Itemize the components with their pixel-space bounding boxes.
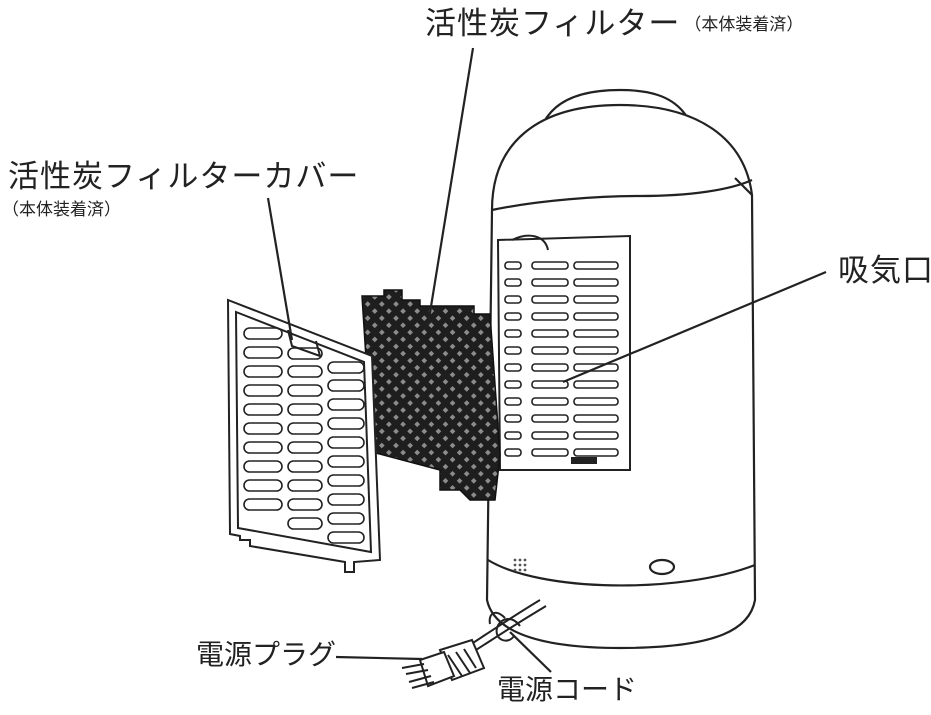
carbon-filter-label: 活性炭フィルター（本体装着済） [425,9,803,40]
power-button [648,558,676,576]
leader-line-carbon-filter [426,47,475,326]
power-plug-label: 電源プラグ [196,638,337,671]
leader-line-filter-cover [266,197,294,341]
leader-line-cord [509,631,552,673]
power-plug [401,638,486,689]
carbon-filter-note: （本体装着済） [684,15,804,35]
leader-line-intake [562,270,827,384]
filter-cover-label: 活性炭フィルターカバー [8,159,360,195]
power-cord-label: 電源コード [497,673,638,706]
air-intake-label: 吸気口 [838,253,931,289]
carbon-filter-title: 活性炭フィルター [425,6,681,42]
activated-carbon-filter [361,289,501,501]
leader-lines [266,47,827,673]
vent-dots [513,558,527,572]
leader-line-plug [335,655,423,661]
filter-cover-note: （本体装着済） [2,200,121,220]
air-intake-grille [496,234,631,471]
carbon-filter-cover [226,298,382,573]
